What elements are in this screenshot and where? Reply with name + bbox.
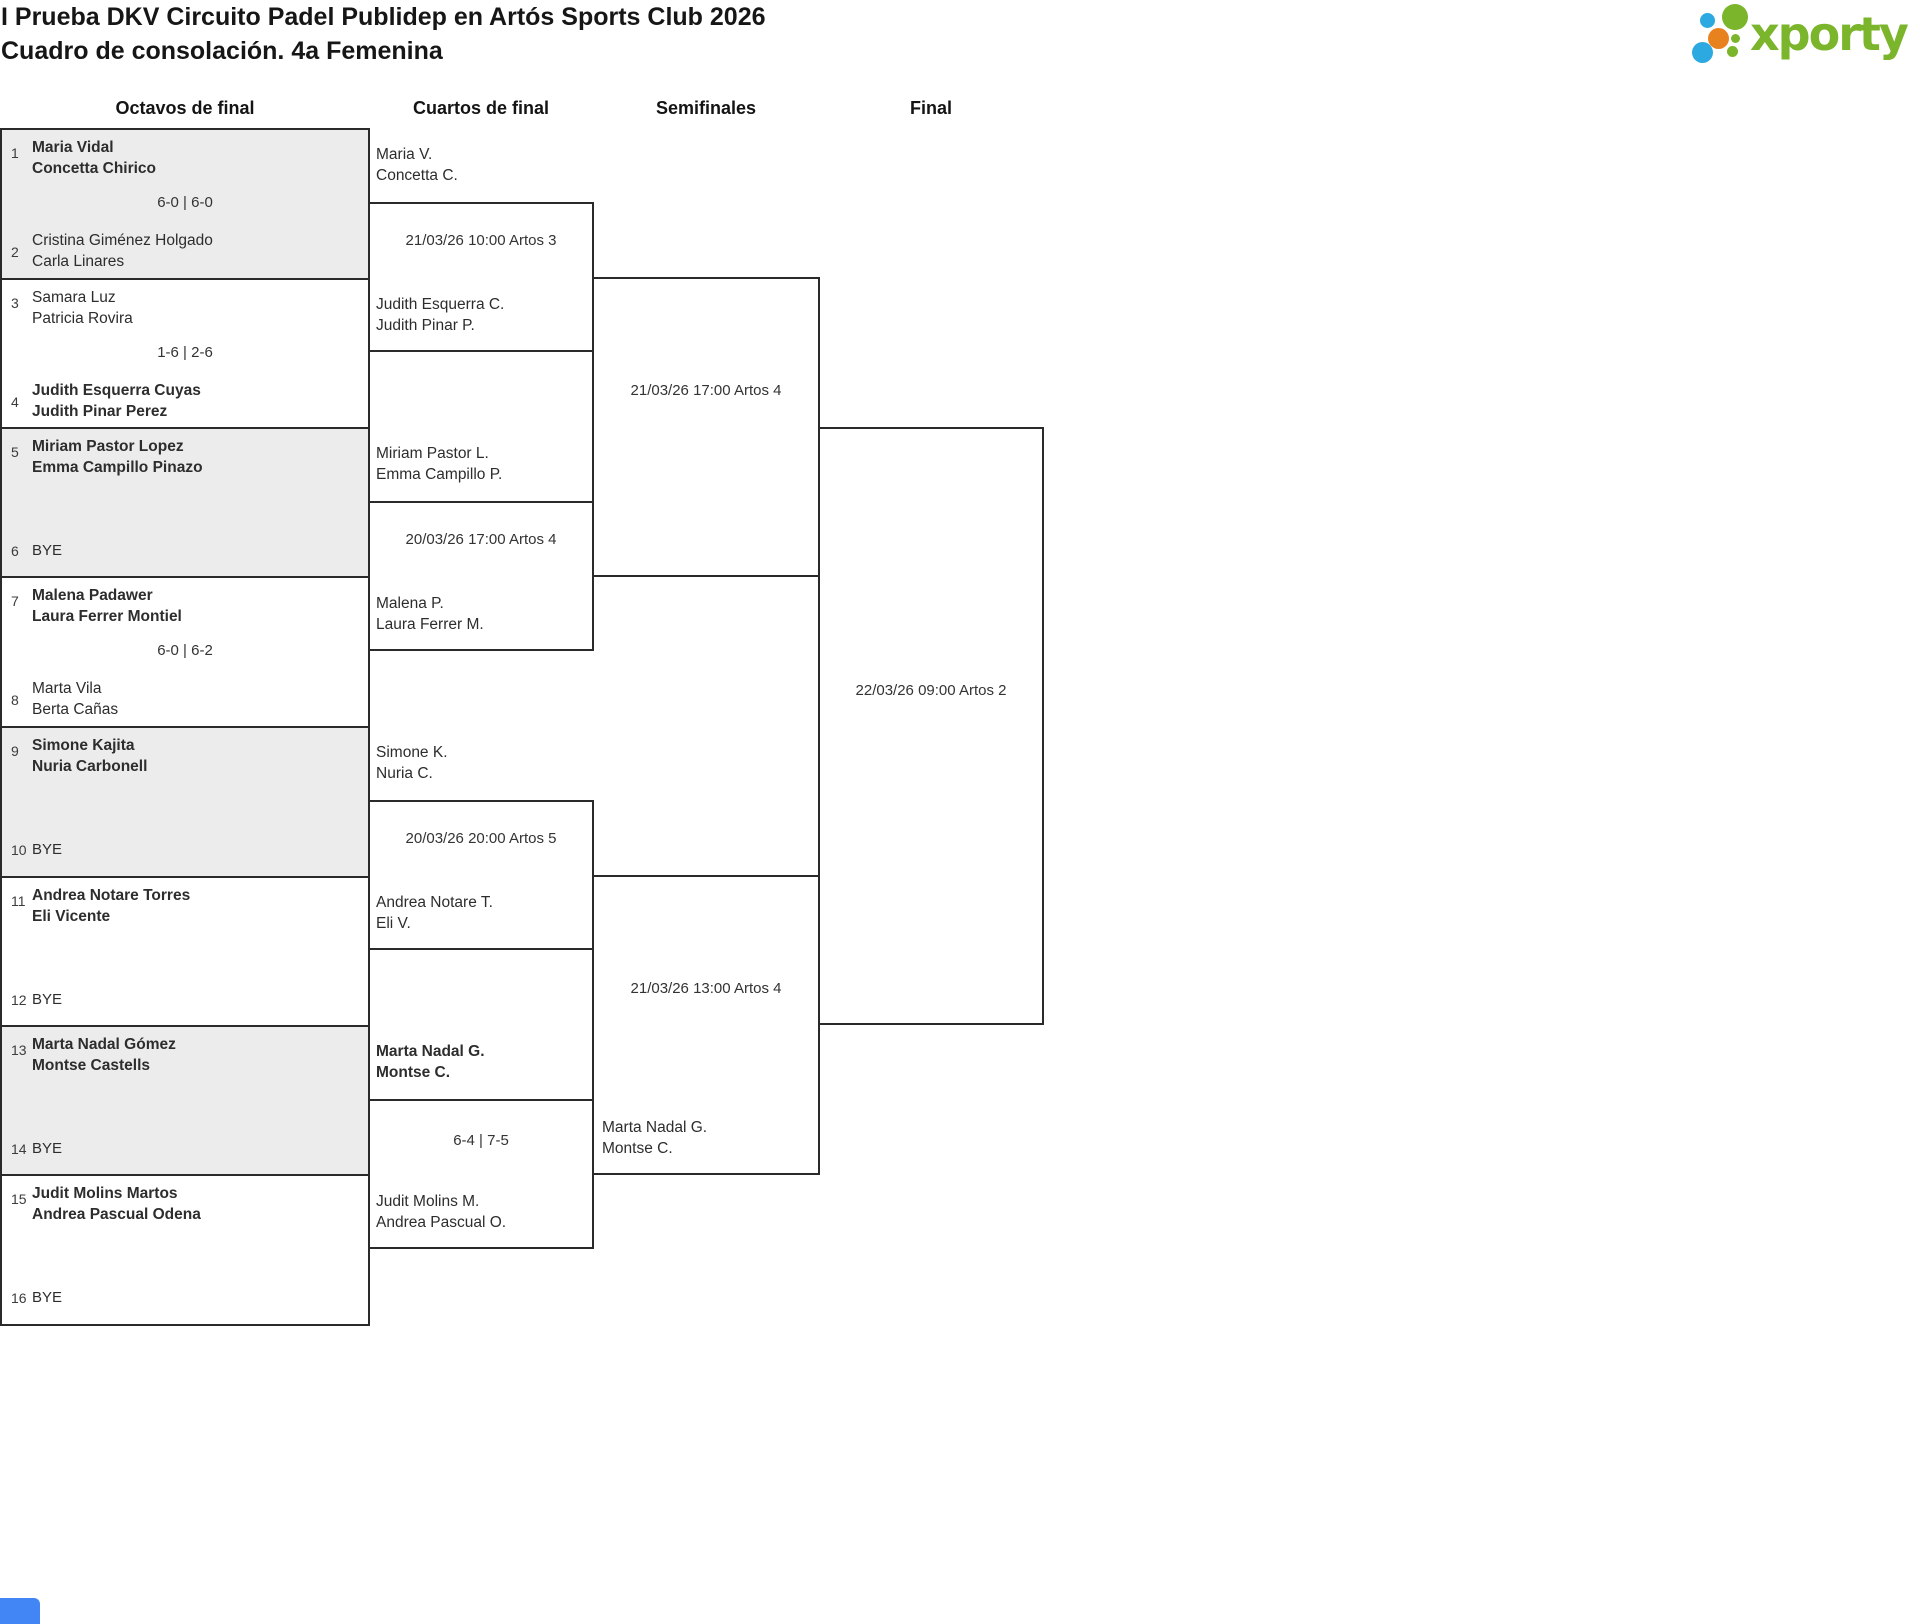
- match-score: 6-0 | 6-2: [157, 642, 213, 659]
- advancing-team-label: Simone K.Nuria C.: [376, 744, 448, 782]
- logo-dot-icon: [1731, 34, 1740, 43]
- round-header-octavos: Octavos de final: [115, 98, 255, 118]
- seed-number: 12: [11, 992, 27, 1008]
- seed-number: 5: [11, 444, 19, 460]
- logo-dot-icon: [1727, 46, 1738, 57]
- match-schedule: 20/03/26 20:00 Artos 5: [405, 830, 557, 847]
- match-schedule: 21/03/26 17:00 Artos 4: [630, 382, 782, 399]
- seed-number: 7: [11, 593, 19, 609]
- match-score: 6-4 | 7-5: [453, 1132, 509, 1149]
- advancing-team-label: Judit Molins M.Andrea Pascual O.: [376, 1193, 507, 1231]
- advancing-team-label: Marta Nadal G.Montse C.: [376, 1043, 485, 1081]
- seed-number: 6: [11, 543, 19, 559]
- seed-number: 11: [11, 893, 26, 909]
- seed-number: 2: [11, 244, 19, 260]
- bye-label: BYE: [32, 542, 63, 559]
- seed-number: 15: [11, 1191, 27, 1207]
- match-score: 1-6 | 2-6: [157, 344, 213, 361]
- page-subtitle: Cuadro de consolación. 4a Femenina: [1, 37, 443, 65]
- match-schedule: 22/03/26 09:00 Artos 2: [855, 682, 1007, 699]
- match-score: 6-0 | 6-0: [157, 194, 213, 211]
- bye-label: BYE: [32, 1289, 63, 1306]
- logo-wordmark: xporty: [1750, 7, 1909, 61]
- logo-dot-icon: [1708, 28, 1729, 49]
- advancing-team-label: Maria V.Concetta C.: [376, 146, 458, 184]
- seed-number: 3: [11, 295, 19, 311]
- bye-label: BYE: [32, 841, 63, 858]
- match-schedule: 21/03/26 13:00 Artos 4: [630, 980, 782, 997]
- bye-label: BYE: [32, 991, 63, 1008]
- logo-dot-icon: [1722, 4, 1748, 30]
- match-schedule: 21/03/26 10:00 Artos 3: [405, 232, 557, 249]
- logo-dot-icon: [1700, 13, 1715, 28]
- advancing-team-label: Judith Esquerra C.Judith Pinar P.: [376, 296, 505, 334]
- round-header-semifinales: Semifinales: [655, 98, 757, 118]
- seed-number: 1: [11, 145, 19, 161]
- advancing-team-label: Andrea Notare T.Eli V.: [376, 894, 493, 932]
- seed-number: 9: [11, 743, 19, 759]
- match-schedule: 20/03/26 17:00 Artos 4: [405, 531, 557, 548]
- round-header-cuartos: Cuartos de final: [412, 98, 550, 118]
- bye-label: BYE: [32, 1140, 63, 1157]
- seed-number: 16: [11, 1290, 27, 1306]
- advancing-team-label: Miriam Pastor L.Emma Campillo P.: [376, 445, 503, 483]
- sf-match-1-box: [592, 277, 820, 577]
- seed-number: 14: [11, 1141, 27, 1157]
- xporty-logo[interactable]: xporty: [1690, 0, 1920, 80]
- final-match-box: [818, 427, 1044, 1025]
- seed-number: 8: [11, 692, 19, 708]
- chat-widget-button[interactable]: [0, 1598, 40, 1624]
- advancing-team-label: Malena P.Laura Ferrer M.: [376, 595, 484, 633]
- seed-number: 4: [11, 394, 19, 410]
- seed-number: 10: [11, 842, 27, 858]
- logo-dot-icon: [1692, 42, 1713, 63]
- sf-match-2-box: [592, 875, 820, 1175]
- seed-number: 13: [11, 1042, 27, 1058]
- page-title: I Prueba DKV Circuito Padel Publidep en …: [1, 3, 766, 31]
- advancing-team-label: Marta Nadal G.Montse C.: [602, 1119, 708, 1157]
- round-header-final: Final: [909, 98, 952, 118]
